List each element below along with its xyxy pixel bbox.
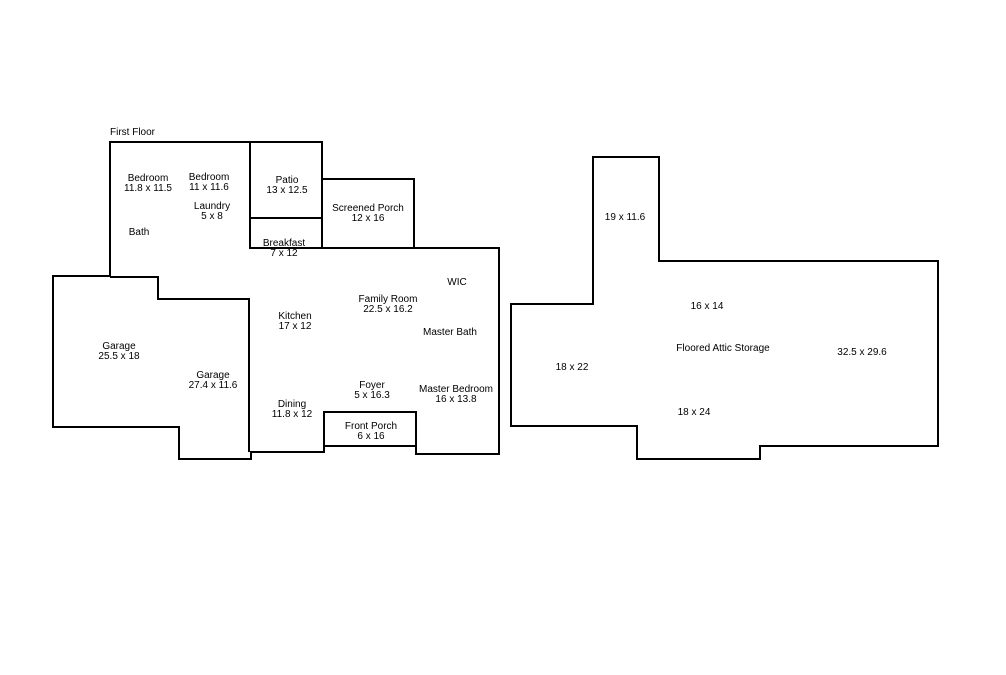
room-label-master-bath: Master Bath (423, 327, 477, 338)
first-floor-outline (52, 141, 500, 460)
attic-title: Floored Attic Storage (676, 343, 770, 354)
front-porch-outline (323, 411, 417, 447)
bedroom-wing-wall (110, 276, 250, 452)
attic-outline (510, 156, 939, 460)
attic-section-label: 32.5 x 29.6 (837, 347, 887, 358)
attic-section-label: 19 x 11.6 (604, 212, 646, 223)
attic-section-label: 16 x 14 (690, 301, 724, 312)
screened-porch-outline (321, 178, 415, 249)
attic-section-label: 18 x 22 (555, 362, 589, 373)
room-label-bath: Bath (128, 227, 150, 238)
room-label-wic: WIC (447, 277, 467, 288)
floor-title: First Floor (110, 127, 155, 138)
attic-section-label: 18 x 24 (677, 407, 711, 418)
